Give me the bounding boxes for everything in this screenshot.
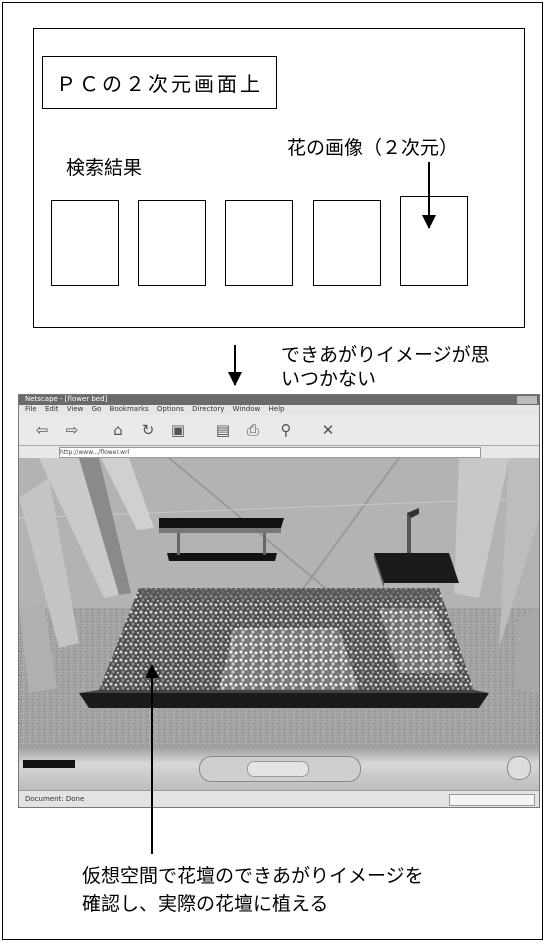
problem-note-line1: できあがりイメージが思 [281,344,490,366]
status-text: Document: Done [25,795,85,803]
vr-flower-bed-scene [19,457,539,746]
pc-screen-panel [33,28,525,328]
caption: 仮想空間で花壇のできあがりイメージを 確認し、実際の花壇に植える [82,862,424,918]
flower-bed-arrow [145,664,159,854]
problem-note: できあがりイメージが思 いつかない [281,343,490,391]
images-icon[interactable]: ▣ [170,421,186,439]
location-bar: http://www.../flower.wrl [19,445,539,459]
pc-screen-title: ＰＣの２次元画面上 [42,56,277,109]
caption-line2: 確認し、実際の花壇に植える [82,893,329,915]
reload-icon[interactable]: ↻ [141,421,155,439]
nav-indicator [23,760,75,768]
nav-control[interactable] [247,761,309,777]
menu-item[interactable]: Bookmarks [109,405,149,413]
vrml-navigation-bar [19,746,539,790]
menu-item[interactable]: Help [268,405,285,413]
window-title: Netscape - [flower bed] [25,395,108,403]
open-icon[interactable]: ▤ [215,421,231,439]
menu-item[interactable]: Window [232,405,261,413]
nav-logo-icon [507,756,531,780]
flower-image-thumbnail [400,196,468,286]
stop-icon[interactable]: ✕ [321,421,335,439]
menu-item[interactable]: View [66,405,84,413]
window-buttons[interactable] [517,396,537,404]
status-indicators [449,794,535,806]
browser-toolbar: ⇦ ⇨ ⌂ ↻ ▣ ▤ ⎙ ⚲ ✕ [19,415,539,445]
forward-icon[interactable]: ⇨ [65,421,79,439]
menu-item[interactable]: Edit [44,405,59,413]
browser-screenshot: Netscape - [flower bed] File Edit View G… [18,394,540,808]
menu-item[interactable]: Options [156,405,184,413]
down-arrow [228,345,242,386]
result-thumbnail [225,200,293,286]
result-thumbnail [51,200,119,286]
location-input[interactable]: http://www.../flower.wrl [59,447,481,458]
menu-bar: File Edit View Go Bookmarks Options Dire… [19,405,539,415]
flower-image-arrow [422,162,436,229]
print-icon[interactable]: ⎙ [246,421,259,439]
menu-item[interactable]: Go [91,405,102,413]
menu-item[interactable]: Directory [192,405,225,413]
problem-note-line2: いつかない [281,368,377,390]
flower-image-label: 花の画像（２次元） [287,137,459,159]
result-thumbnail [138,200,206,286]
status-bar: Document: Done [19,790,539,807]
home-icon[interactable]: ⌂ [113,421,123,439]
find-icon[interactable]: ⚲ [280,421,292,439]
window-titlebar: Netscape - [flower bed] [19,395,539,405]
menu-item[interactable]: File [25,405,37,413]
caption-line1: 仮想空間で花壇のできあがりイメージを [82,865,424,887]
vr-scene-viewport[interactable] [19,457,539,746]
search-results-label: 検索結果 [66,157,143,179]
result-thumbnail [313,200,381,286]
back-icon[interactable]: ⇦ [35,421,49,439]
